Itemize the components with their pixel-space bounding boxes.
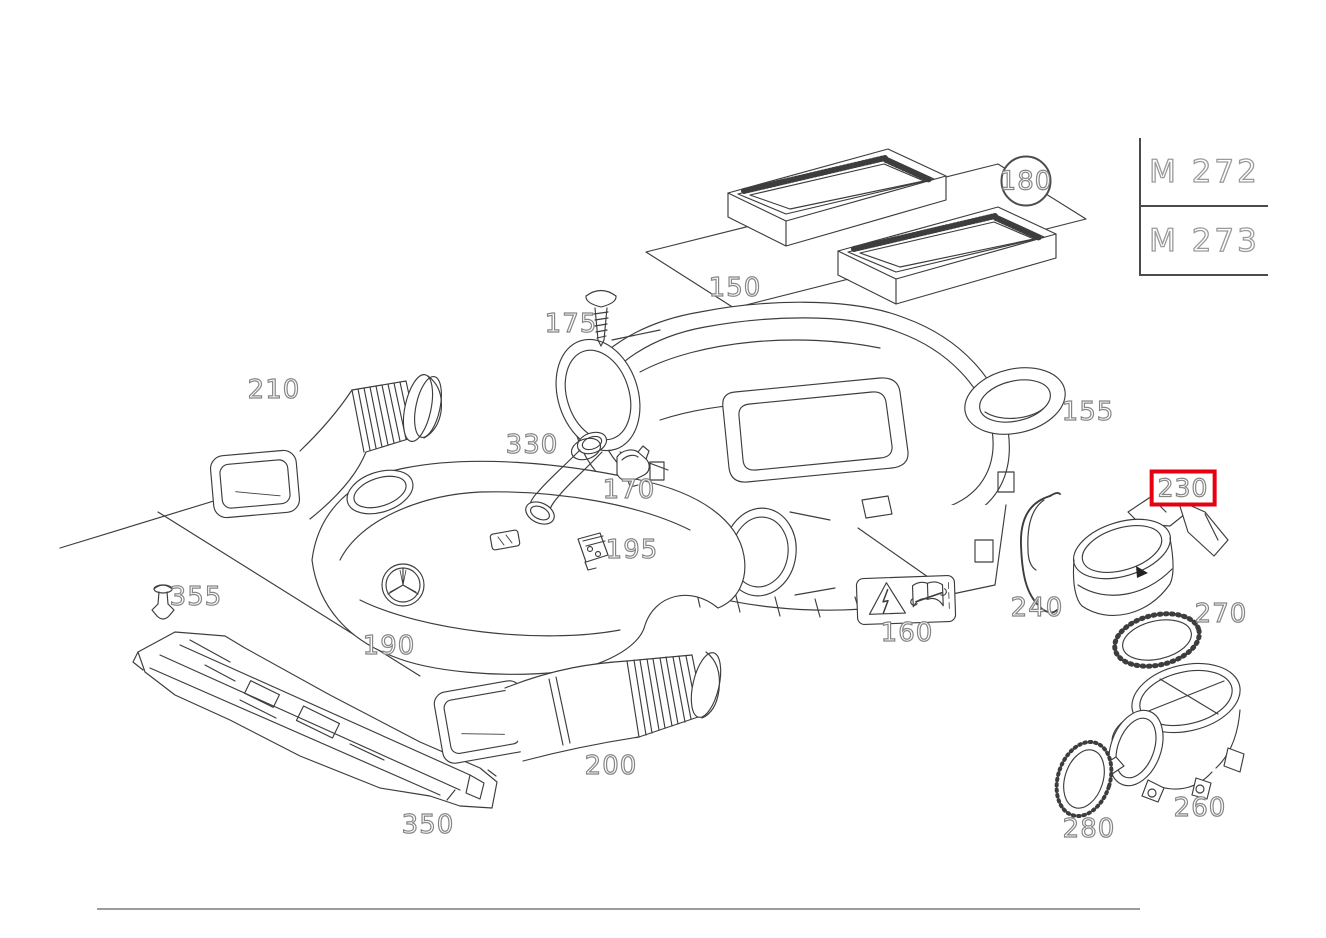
part-drawing-355-rivet: [152, 585, 174, 619]
part-label-330[interactable]: 330: [505, 429, 559, 460]
part-drawing-350-lower-panel: [133, 632, 497, 808]
part-drawing-200-air-duct: [432, 650, 726, 765]
part-label-350[interactable]: 350: [401, 809, 455, 840]
part-label-200[interactable]: 200: [584, 750, 638, 781]
part-drawing-160-warning-sticker: [856, 528, 956, 625]
part-drawing-155-seal-ring: [958, 358, 1072, 443]
mercedes-star-emblem: [382, 564, 424, 606]
part-label-160[interactable]: 160: [880, 617, 934, 648]
part-label-180[interactable]: 180: [999, 155, 1052, 207]
part-label-170[interactable]: 170: [602, 474, 656, 505]
part-drawing-170-clamp: [617, 446, 649, 487]
part-label-155[interactable]: 155: [1061, 396, 1115, 427]
part-drawing-195-bracket: [578, 533, 608, 570]
bottom-divider-line: [97, 908, 1140, 910]
engine-code-m272: M 272: [1141, 138, 1268, 207]
part-label-175[interactable]: 175: [544, 308, 598, 339]
part-drawing-330-hose: [522, 428, 609, 528]
part-drawing-270-clamp-ring: [1109, 606, 1204, 674]
part-label-190[interactable]: 190: [362, 630, 416, 661]
warning-triangle-icon: [868, 582, 905, 614]
part-label-270[interactable]: 270: [1194, 598, 1248, 629]
manual-wrench-icon: [910, 582, 947, 607]
part-label-230[interactable]: 230: [1149, 469, 1217, 507]
engine-code-m273: M 273: [1141, 207, 1268, 276]
part-label-150[interactable]: 150: [708, 272, 762, 303]
part-drawing-190-engine-cover: [312, 461, 745, 674]
part-label-240[interactable]: 240: [1010, 592, 1064, 623]
part-label-195[interactable]: 195: [605, 534, 659, 565]
part-label-210[interactable]: 210: [247, 374, 301, 405]
part-drawing-175-screw: [586, 291, 616, 347]
part-label-355[interactable]: 355: [169, 581, 223, 612]
part-drawing-230-maf-sensor: [1066, 496, 1228, 615]
part-label-280[interactable]: 280: [1062, 813, 1116, 844]
part-drawing-210-air-duct: [209, 372, 446, 519]
engine-code-table: M 272 M 273: [1139, 138, 1268, 276]
part-drawing-280-seal-ring: [1048, 735, 1121, 823]
part-drawing-240-wire-clip: [1021, 493, 1060, 612]
part-label-260[interactable]: 260: [1173, 792, 1227, 823]
part-drawing-260-elbow-duct: [1098, 653, 1247, 802]
